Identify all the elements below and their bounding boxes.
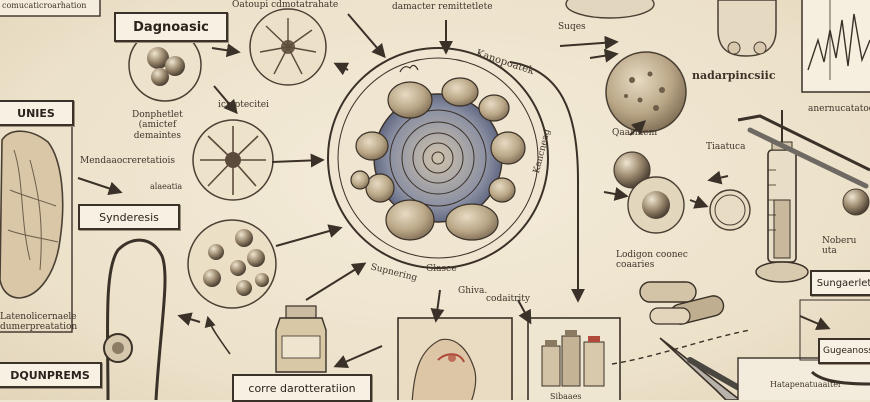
- top-center-right-label: damacter remittetlete: [392, 2, 493, 12]
- bottom-right-box: Gugeanoss: [818, 338, 870, 364]
- cell-cluster-icon: [128, 28, 202, 102]
- stethoscope-icon: [103, 238, 167, 400]
- far-right-label: anernucatatoeerte: [808, 104, 870, 114]
- right-far-mid-label: Noberu uta: [822, 236, 857, 257]
- bottom-center-box: corre darotteratiion: [232, 374, 372, 402]
- bottom-center-d: codaitrity: [486, 294, 530, 304]
- bottom-right-small-text: Hatapenatuaaiter: [770, 380, 842, 389]
- syringe-icon: [755, 110, 809, 283]
- surgery-box: Sungaerlet: [810, 270, 870, 296]
- unies-box: UNIES: [0, 100, 74, 126]
- right-titrating-label: Tiaatuca: [706, 142, 746, 152]
- left-small-text: alaeatia: [150, 182, 183, 191]
- top-left-label: comucaticroarhation: [2, 1, 87, 10]
- left-middle-text: Mendaaocreretatiois: [80, 156, 175, 166]
- tissue-sample-icon: [605, 51, 687, 133]
- spiky-cell-icon: [249, 8, 327, 86]
- jars-label: Sibaaes: [550, 392, 582, 401]
- right-top-tissue-label: nadarpincsiic: [692, 69, 776, 82]
- right-top-label: Suqes: [558, 22, 586, 32]
- bottom-center-b: Glasee: [426, 264, 457, 274]
- cell-sphere-icon: [613, 151, 870, 234]
- forceps-icon: [737, 114, 870, 189]
- medicine-bottle-icon: [275, 305, 327, 373]
- right-mid-label: Qaasmem: [612, 128, 658, 138]
- capsules-icon: [639, 281, 725, 325]
- lung-icon: [0, 130, 64, 299]
- medicine-jars-panel: [527, 317, 621, 400]
- patient-examination-panel: [397, 317, 513, 400]
- right-dialog-label: Lodigon coonec coaaries: [616, 250, 688, 271]
- virus-cell-icon: [192, 119, 274, 201]
- chart-icon: [801, 0, 870, 93]
- spheres-cell-icon: [187, 219, 277, 309]
- top-center-left-label: Oatoupi cdmotatrahate: [232, 0, 339, 10]
- central-cell-diagram: [327, 47, 549, 269]
- synderesis-box: Synderesis: [78, 204, 180, 230]
- left-spiky-label: icmptecitei: [218, 100, 269, 110]
- bottom-left-box: DQUNPREMS: [0, 362, 102, 388]
- left-cell-label: Donphetlet (amictef demaintes: [132, 110, 183, 141]
- bottom-center-c: Ghiva.: [458, 286, 488, 296]
- diagnostic-box: Dagnoasic: [114, 12, 228, 42]
- organ-icon: [717, 0, 777, 57]
- left-bottom-text: Latenolicernaele dumerpreatation: [0, 312, 78, 333]
